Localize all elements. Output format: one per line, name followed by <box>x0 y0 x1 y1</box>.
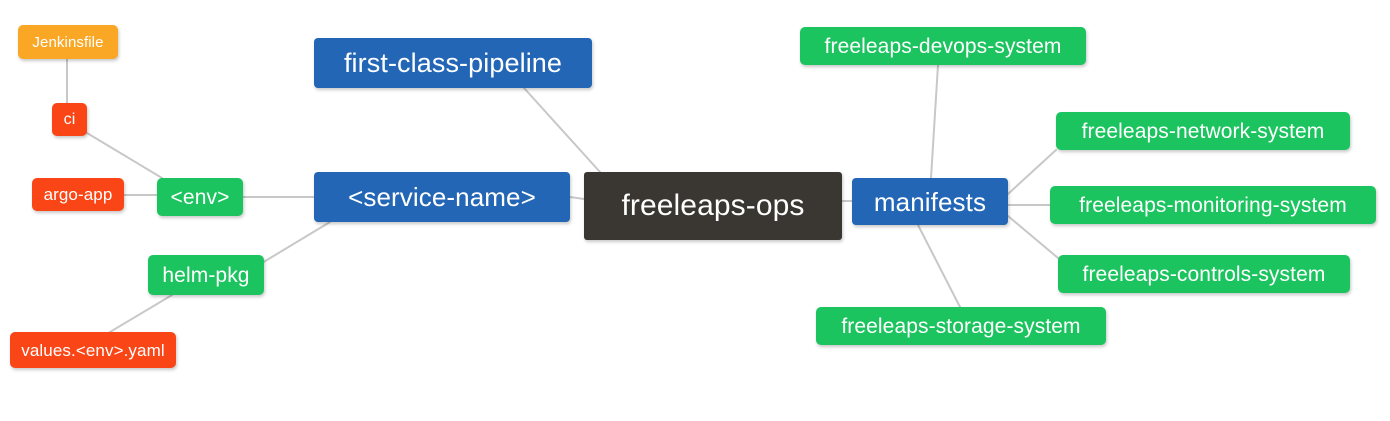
node-label-freeleaps-ops: freeleaps-ops <box>621 189 805 222</box>
node-freeleaps-storage-system[interactable]: freeleaps-storage-system <box>816 307 1106 345</box>
edge-freeleaps-ops-to-service-name <box>569 196 585 200</box>
node-ci[interactable]: ci <box>52 103 87 136</box>
node-freeleaps-monitoring-system[interactable]: freeleaps-monitoring-system <box>1050 186 1376 224</box>
node-label-helm-pkg: helm-pkg <box>162 263 250 287</box>
edge-manifests-to-freeleaps-storage-system <box>917 224 961 308</box>
node-freeleaps-devops-system[interactable]: freeleaps-devops-system <box>800 27 1086 65</box>
edge-manifests-to-freeleaps-network-system <box>1007 149 1057 195</box>
edge-helm-pkg-to-values-env-yaml <box>109 294 173 333</box>
node-label-freeleaps-network-system: freeleaps-network-system <box>1081 119 1325 143</box>
node-label-freeleaps-controls-system: freeleaps-controls-system <box>1082 262 1326 286</box>
edge-freeleaps-ops-to-first-class-pipeline <box>523 87 601 173</box>
node-label-first-class-pipeline: first-class-pipeline <box>343 47 563 78</box>
node-label-env: <env> <box>170 185 230 209</box>
node-label-ci: ci <box>63 110 76 128</box>
node-label-service-name: <service-name> <box>348 182 536 212</box>
node-label-argo-app: argo-app <box>43 185 113 204</box>
node-helm-pkg[interactable]: helm-pkg <box>148 255 264 295</box>
edge-env-to-ci <box>86 132 163 179</box>
edge-manifests-to-freeleaps-devops-system <box>930 64 939 179</box>
node-manifests[interactable]: manifests <box>852 178 1008 225</box>
node-first-class-pipeline[interactable]: first-class-pipeline <box>314 38 592 88</box>
node-freeleaps-controls-system[interactable]: freeleaps-controls-system <box>1058 255 1350 293</box>
node-label-freeleaps-monitoring-system: freeleaps-monitoring-system <box>1079 193 1347 217</box>
node-freeleaps-ops[interactable]: freeleaps-ops <box>584 172 842 240</box>
node-values-env-yaml[interactable]: values.<env>.yaml <box>10 332 176 368</box>
node-label-manifests: manifests <box>873 186 987 217</box>
node-jenkinsfile[interactable]: Jenkinsfile <box>18 25 118 59</box>
node-label-jenkinsfile: Jenkinsfile <box>32 33 104 51</box>
node-label-freeleaps-storage-system: freeleaps-storage-system <box>841 314 1081 338</box>
node-service-name[interactable]: <service-name> <box>314 172 570 222</box>
node-label-values-env-yaml: values.<env>.yaml <box>21 340 165 360</box>
node-label-freeleaps-devops-system: freeleaps-devops-system <box>824 34 1062 58</box>
node-argo-app[interactable]: argo-app <box>32 178 124 211</box>
node-env[interactable]: <env> <box>157 178 243 216</box>
node-freeleaps-network-system[interactable]: freeleaps-network-system <box>1056 112 1350 150</box>
